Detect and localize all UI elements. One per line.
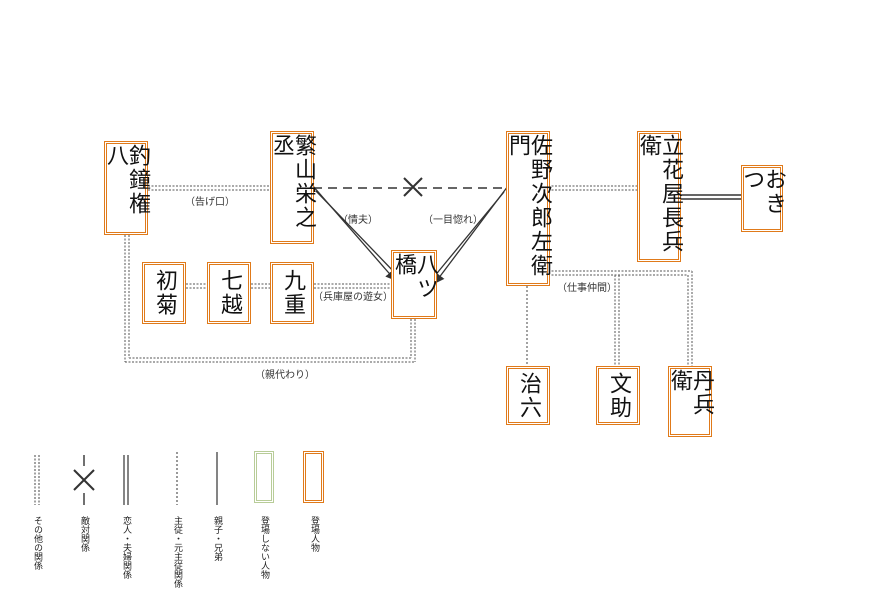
legend-label-present: 登場人物 (309, 516, 319, 552)
person-nanakoshi: 七越 (207, 262, 251, 324)
person-sano: 佐野次郎左衛門 (505, 131, 552, 286)
legend-sample-lovers (123, 455, 129, 505)
legend-label-family: 親子・兄弟 (212, 516, 222, 561)
person-jiroku: 治六 (506, 366, 550, 425)
legend-label-absent: 登場しない人物 (259, 516, 269, 579)
person-name: 文助 (606, 371, 631, 420)
line-sano-colleagues (548, 270, 693, 366)
person-bunsuke: 文助 (596, 366, 640, 425)
person-hatsugiku: 初菊 (142, 262, 186, 324)
legend-sample-present (303, 451, 324, 503)
relation-label-shigoto-nakama: （仕事仲間） (557, 283, 617, 294)
legend-sample-other (34, 455, 40, 505)
line-einojo-sano-enemy (313, 177, 508, 197)
legend-label-other: その他の関係 (32, 516, 42, 570)
person-okitsu: おきつ (739, 165, 786, 232)
relation-label-hitomebore: （一目惚れ） (423, 215, 483, 226)
person-tanbee: 丹兵衛 (667, 366, 714, 437)
person-name: 佐野次郎左衛門 (505, 134, 552, 278)
person-name: 八ツ橋 (391, 253, 438, 301)
legend-sample-enemy (73, 455, 95, 505)
person-name: おきつ (739, 168, 786, 216)
person-name: 繁山栄之丞 (269, 134, 316, 230)
person-name: 治六 (516, 371, 541, 420)
legend-label-enemy: 敵対関係 (79, 516, 89, 552)
arrow-sano-yatsuhashi (432, 185, 509, 284)
person-name: 七越 (217, 269, 242, 317)
legend-label-lovers: 恋人・夫婦関係 (121, 516, 131, 579)
legend-sample-absent (254, 451, 274, 503)
relation-label-oyagawari: （親代わり） (255, 370, 315, 381)
person-gonpachi: 釣鐘権八 (103, 141, 150, 235)
arrow-einojo-yatsuhashi (312, 185, 399, 281)
relation-label-jofu: （情夫） (338, 215, 378, 226)
line-sano-tachibanaya (548, 185, 638, 191)
person-kokonoe: 九重 (270, 262, 314, 324)
person-tachibanaya: 立花屋長兵衛 (636, 131, 683, 262)
person-einojo: 繁山栄之丞 (269, 131, 316, 244)
line-gonpachi-einojo (148, 185, 272, 191)
person-yatsuhashi: 八ツ橋 (391, 250, 438, 319)
person-name: 立花屋長兵衛 (636, 134, 683, 254)
line-tachibanaya-okitsu (681, 194, 742, 200)
relation-label-hyogoya: （兵庫屋の遊女） (313, 292, 393, 303)
relation-label-tsugeguchi: （告げ口） (185, 197, 235, 208)
line-gonpachi-yatsuhashi (124, 235, 416, 363)
legend-label-master: 主従・元主従関係 (172, 516, 182, 588)
person-name: 九重 (280, 269, 305, 317)
person-name: 丹兵衛 (667, 369, 714, 417)
line-courtesans (186, 283, 392, 289)
person-name: 釣鐘権八 (103, 144, 150, 216)
person-name: 初菊 (152, 269, 177, 317)
